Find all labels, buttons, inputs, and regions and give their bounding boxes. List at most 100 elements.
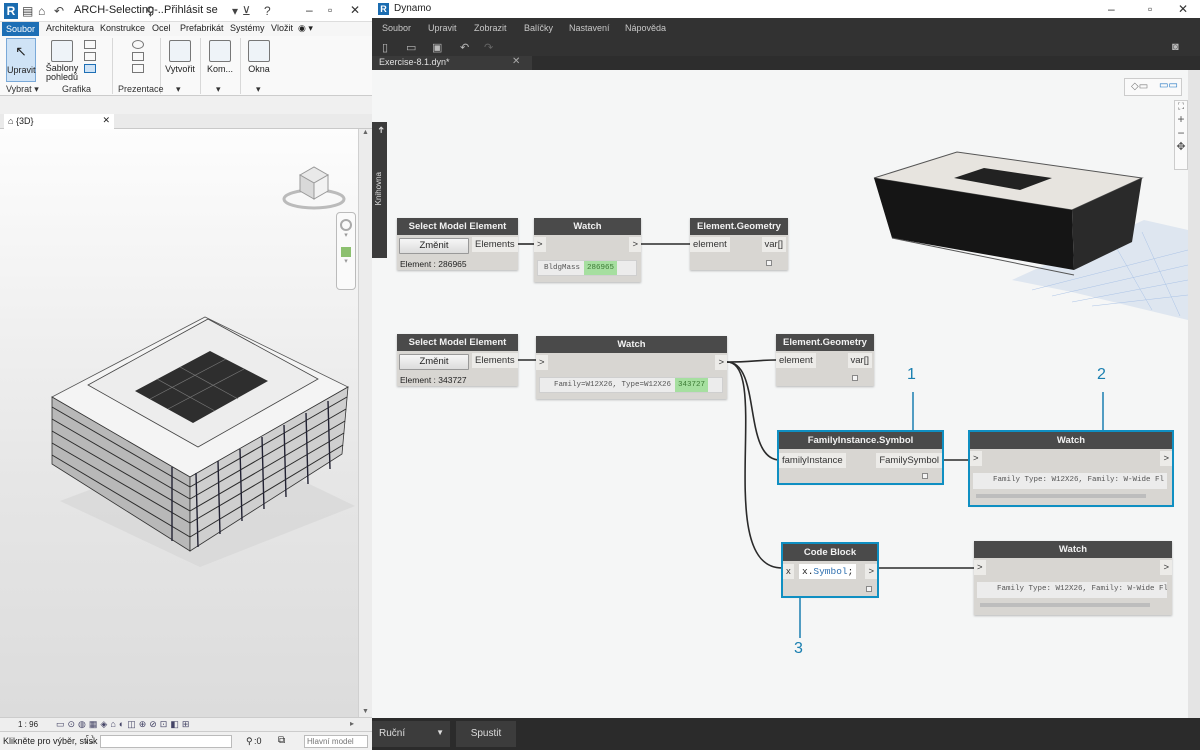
close-tab-icon[interactable]: ✕ (102, 115, 110, 125)
menu-architektura[interactable]: Architektura (46, 23, 95, 33)
preview-toggle-icon[interactable] (766, 260, 772, 266)
scroll-right-icon[interactable]: ▸ (350, 719, 355, 728)
scroll-up-icon[interactable]: ▲ (362, 129, 369, 136)
output-port-elements[interactable]: Elements (472, 353, 518, 368)
menu-zobrazit[interactable]: Zobrazit (474, 23, 507, 33)
library-toggle[interactable]: Knihovna ➜ (372, 122, 387, 258)
panel-vybrat[interactable]: Vybrat ▾ (6, 84, 39, 94)
change-button[interactable]: Změnit (399, 354, 469, 370)
redo-icon[interactable]: ↷ (484, 42, 494, 54)
run-mode-select[interactable]: Ruční ▼ (372, 721, 450, 747)
node-familyinstance-symbol[interactable]: FamilyInstance.Symbol familyInstance Fam… (777, 430, 944, 485)
output-port[interactable]: > (865, 564, 877, 579)
close-icon[interactable]: ✕ (350, 3, 361, 17)
output-port[interactable]: > (1160, 451, 1172, 466)
output-port[interactable]: > (715, 355, 727, 370)
shade-icon[interactable] (132, 52, 144, 61)
viewcube[interactable] (278, 153, 350, 213)
file-tab[interactable]: Exercise-8.1.dyn* ✕ (372, 56, 532, 70)
maximize-icon[interactable]: ▫ (328, 3, 333, 17)
revit-3d-viewport[interactable] (0, 129, 358, 717)
panel-dropdown-icon[interactable]: ▾ (216, 84, 221, 94)
login-link[interactable]: Přihlásit se (164, 4, 218, 16)
node-select-model-element-2[interactable]: Select Model Element Změnit Elements Ele… (397, 334, 518, 386)
tool-icon-3[interactable] (84, 64, 96, 73)
revit-vertical-scrollbar[interactable]: ▲ ▼ (358, 129, 372, 717)
input-port-x[interactable]: x (783, 564, 794, 579)
menu-ocel[interactable]: Ocel (152, 23, 171, 33)
input-port[interactable]: > (974, 560, 986, 575)
output-port[interactable]: > (1160, 560, 1172, 575)
graph-canvas[interactable]: Select Model Element Změnit Elements Ele… (372, 70, 1188, 718)
output-port-var[interactable]: var[] (847, 353, 872, 368)
input-port-element[interactable]: element (776, 353, 816, 368)
menu-extra-icon[interactable]: ◉ ▾ (298, 23, 313, 33)
undo-icon[interactable]: ↶ (460, 42, 470, 54)
pan-icon[interactable]: ✥ (1176, 141, 1186, 153)
run-button[interactable]: Spustit (456, 721, 516, 747)
watch-scrollbar[interactable] (976, 494, 1146, 498)
node-select-model-element-1[interactable]: Select Model Element Změnit Elements Ele… (397, 218, 518, 270)
input-port-familyinstance[interactable]: familyInstance (779, 453, 846, 468)
preview-toggle-icon[interactable] (866, 586, 872, 592)
node-watch-3[interactable]: Watch > > Family Type: W12X26, Family: W… (968, 430, 1174, 507)
view-tab-3d[interactable]: ⌂ {3D} ✕ (4, 114, 114, 129)
undo-icon[interactable]: ↶ (54, 4, 65, 18)
menu-soubor[interactable]: Soubor (2, 22, 40, 36)
menu-konstrukce[interactable]: Konstrukce (100, 23, 146, 33)
zoom-dropdown-icon[interactable]: ▾ (344, 258, 348, 265)
preview-toggle-icon[interactable] (852, 375, 858, 381)
save-icon[interactable]: ▤ (22, 4, 34, 18)
node-watch-4[interactable]: Watch > > Family Type: W12X26, Family: W… (974, 541, 1172, 615)
eye-icon[interactable] (132, 40, 144, 49)
menu-upravit[interactable]: Upravit (428, 23, 457, 33)
help-icon[interactable]: ? (264, 4, 271, 18)
workset-icon[interactable]: ⛶ (86, 735, 93, 746)
minimize-icon[interactable]: – (306, 3, 313, 17)
panel-dropdown-icon[interactable]: ▾ (256, 84, 261, 94)
minimize-icon[interactable]: – (1108, 2, 1115, 16)
new-file-icon[interactable]: ▯ (382, 42, 389, 54)
revit-logo[interactable]: R (4, 3, 18, 19)
geometry-view-icon[interactable]: ◇▭ (1131, 81, 1149, 92)
scroll-down-icon[interactable]: ▼ (362, 708, 369, 715)
menu-systemy[interactable]: Systémy (230, 23, 265, 33)
output-port-elements[interactable]: Elements (472, 237, 518, 252)
close-tab-icon[interactable]: ✕ (512, 56, 521, 67)
menu-balicky[interactable]: Balíčky (524, 23, 554, 33)
watch-scrollbar[interactable] (980, 603, 1150, 607)
filter-icon[interactable]: ⚲ (246, 736, 253, 746)
menu-nastaveni[interactable]: Nastavení (569, 23, 610, 33)
maximize-icon[interactable]: ▫ (1148, 2, 1153, 16)
close-icon[interactable]: ✕ (1178, 2, 1189, 16)
zoom-out-icon[interactable]: − (1177, 126, 1185, 140)
zoom-icon[interactable] (341, 247, 351, 257)
save-icon[interactable]: ▣ (432, 42, 443, 54)
model-select[interactable]: Hlavní model (304, 735, 368, 748)
node-element-geometry-2[interactable]: Element.Geometry element var[] (776, 334, 874, 386)
node-code-block[interactable]: Code Block x x.Symbol; > (781, 542, 879, 598)
upravit-button[interactable]: ↖ Upravit (6, 38, 36, 82)
input-port-element[interactable]: element (690, 237, 730, 252)
menu-soubor[interactable]: Soubor (382, 23, 412, 33)
binoculars-icon[interactable]: ⚲ (146, 4, 155, 18)
menu-vlozit[interactable]: Vložit (271, 23, 294, 33)
cart-icon[interactable]: ⊻ (242, 4, 251, 18)
scale-label[interactable]: 1 : 96 (18, 720, 39, 729)
steering-wheel-icon[interactable] (340, 219, 352, 231)
menu-prefabrikat[interactable]: Prefabrikát (180, 23, 224, 33)
open-file-icon[interactable]: ▭ (406, 42, 417, 54)
output-port-var[interactable]: var[] (761, 237, 786, 252)
input-port[interactable]: > (534, 237, 546, 252)
canvas-scrollbar[interactable] (1188, 70, 1200, 718)
element-id-badge[interactable]: 286965 (584, 261, 618, 275)
sablony-button[interactable]: Šablony pohledů (44, 38, 80, 82)
output-port-familysymbol[interactable]: FamilySymbol (876, 453, 942, 468)
view-control-icons[interactable]: ▭⊙◍▦◈⌂◐◫⊕⊘⊡◧⊞ (56, 719, 193, 729)
kom-button[interactable]: Kom... (204, 38, 236, 74)
design-options-icon[interactable]: ⧉ (278, 735, 286, 746)
fit-view-icon[interactable]: ⛶ (1177, 101, 1185, 111)
code-editor[interactable]: x.Symbol; (799, 564, 857, 579)
